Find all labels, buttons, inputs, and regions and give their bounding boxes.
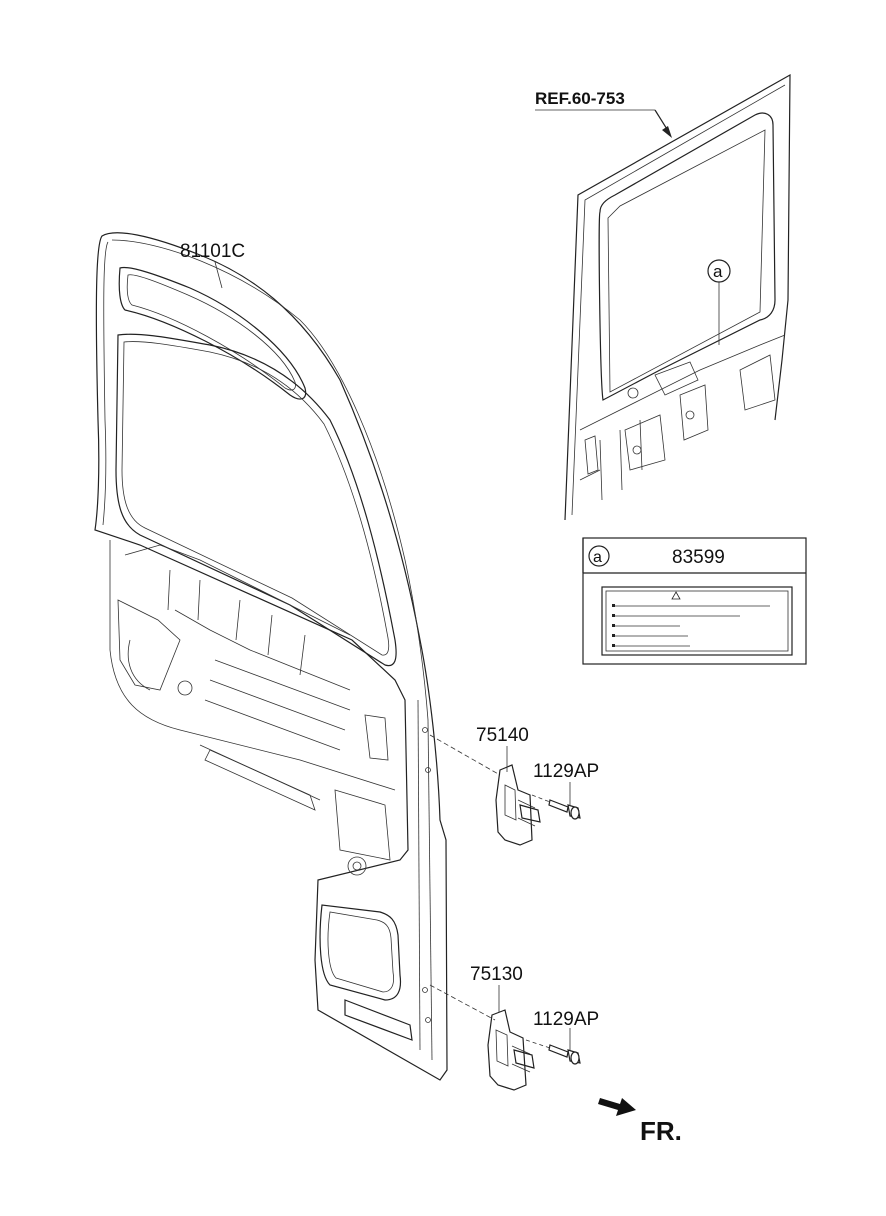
reference-arrowhead <box>662 126 672 138</box>
front-indicator: FR. <box>640 1116 682 1146</box>
door-panel-leader <box>214 261 223 289</box>
reference-label: REF.60-753 <box>535 89 625 108</box>
lower-hinge-drawing <box>429 984 581 1091</box>
door-panel-drawing <box>94 232 448 1081</box>
upper-bolt-part-number: 1129AP <box>533 761 599 782</box>
label-box <box>582 537 807 665</box>
callout-letter: a <box>713 262 723 281</box>
upper-hinge-drawing <box>429 734 581 846</box>
arrow-icon <box>598 1098 636 1116</box>
label-part-number: 83599 <box>672 547 725 568</box>
door-panel-part-number: 81101C <box>180 241 245 262</box>
reference-body-drawing <box>564 73 791 521</box>
warning-triangle-icon <box>671 591 681 600</box>
lower-bolt-part-number: 1129AP <box>533 1009 599 1030</box>
lower-hinge-part-number: 75130 <box>470 964 523 985</box>
upper-hinge-part-number: 75140 <box>476 725 529 746</box>
label-box-callout-letter: a <box>593 549 602 566</box>
